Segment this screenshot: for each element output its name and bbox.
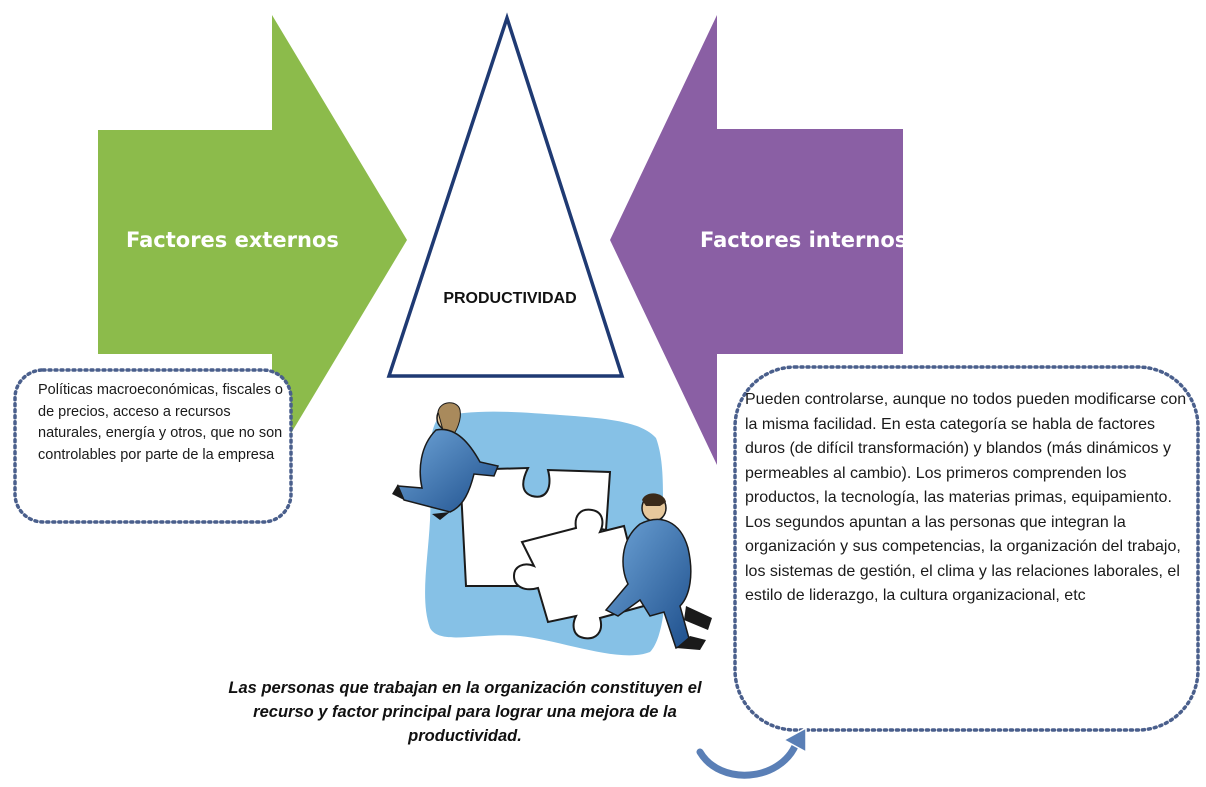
internal-factors-description: Pueden controlarse, aunque no todos pued… <box>745 391 1187 604</box>
curved-arrow-icon <box>694 726 807 781</box>
productivity-triangle <box>386 12 625 378</box>
man-figure <box>604 493 712 650</box>
people-caption: Las personas que trabajan en la organiza… <box>228 679 702 745</box>
productivity-label: PRODUCTIVIDAD <box>443 290 577 307</box>
external-note-border <box>13 368 293 524</box>
woman-figure <box>392 402 500 520</box>
external-factors-arrow <box>98 15 407 465</box>
puzzle-clipart <box>392 402 712 656</box>
internal-factors-arrow <box>610 15 903 465</box>
internal-factors-title: Factores internos <box>700 228 908 252</box>
external-factors-title: Factores externos <box>126 228 339 252</box>
internal-note-border <box>733 365 1200 732</box>
external-factors-description: Políticas macroeconómicas, fiscales o de… <box>38 382 283 463</box>
